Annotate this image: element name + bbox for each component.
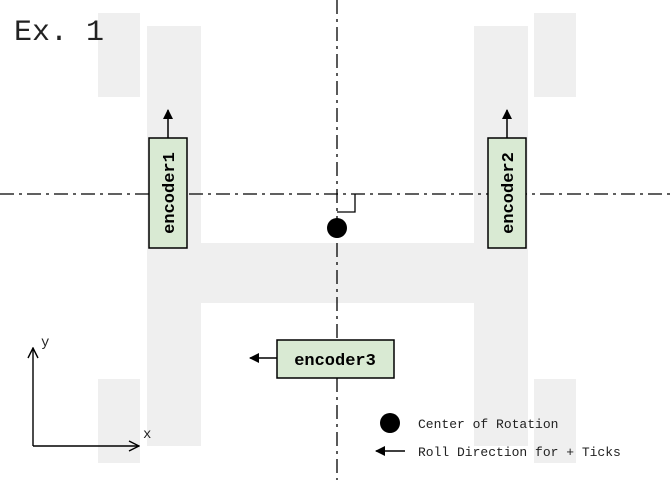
center-of-rotation-dot xyxy=(327,218,347,238)
right-angle-marker xyxy=(337,194,356,213)
wheel-top-left xyxy=(98,13,140,97)
diagram-title: Ex. 1 xyxy=(14,16,104,50)
x-axis-label: x xyxy=(143,427,151,443)
encoder2-label: encoder2 xyxy=(500,152,519,234)
wheel-top-right xyxy=(534,13,576,97)
coordinate-axes: y x xyxy=(33,335,151,446)
encoder3-label: encoder3 xyxy=(294,352,376,371)
legend-center-label: Center of Rotation xyxy=(418,417,558,432)
encoder2-box xyxy=(487,137,527,249)
legend: Center of Rotation Roll Direction for + … xyxy=(375,413,621,460)
encoder3-group: encoder3 xyxy=(249,339,395,379)
wheel-bottom-right xyxy=(534,379,576,463)
encoder3-box xyxy=(276,339,395,379)
wheel-bottom-left xyxy=(98,379,140,463)
legend-roll-label: Roll Direction for + Ticks xyxy=(418,445,621,460)
legend-center-dot-icon xyxy=(380,413,400,433)
encoder1-label: encoder1 xyxy=(161,152,180,234)
y-axis-label: y xyxy=(41,335,49,351)
encoder1-group: encoder1 xyxy=(148,109,188,249)
encoder2-group: encoder2 xyxy=(487,109,527,249)
encoder1-box xyxy=(148,137,188,249)
